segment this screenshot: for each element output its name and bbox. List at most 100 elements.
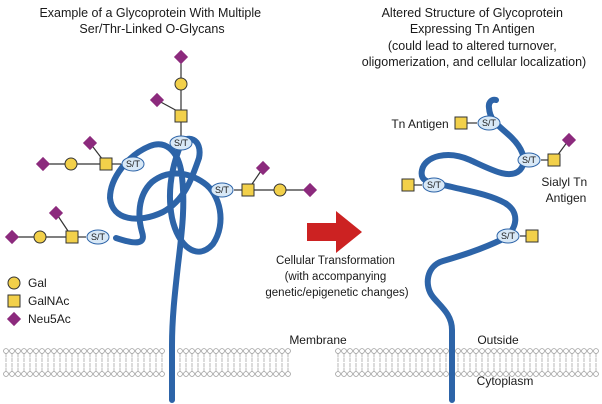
lipid-head — [195, 348, 201, 354]
lipid-head — [587, 371, 593, 377]
right-title-line: oligomerization, and cellular localizati… — [362, 55, 586, 69]
lipid-head — [479, 371, 485, 377]
transformation-line: (with accompanying — [285, 271, 387, 283]
lipid-head — [159, 348, 165, 354]
lipid-head — [563, 348, 569, 354]
neu5ac-diamond — [302, 182, 318, 198]
lipid-head — [141, 371, 147, 377]
lipid-head — [273, 348, 279, 354]
lipid-head — [219, 371, 225, 377]
lipid-head — [21, 348, 27, 354]
lipid-head — [413, 348, 419, 354]
lipid-head — [189, 348, 195, 354]
lipid-head — [237, 371, 243, 377]
lipid-head — [9, 348, 15, 354]
lipid-head — [81, 348, 87, 354]
lipid-head — [267, 371, 273, 377]
st-site: S/T — [496, 228, 520, 244]
lipid-head — [365, 348, 371, 354]
lipid-head — [87, 348, 93, 354]
lipid-head — [75, 371, 81, 377]
lipid-head — [359, 371, 365, 377]
lipid-head — [75, 348, 81, 354]
outside-label: Outside — [477, 333, 519, 347]
lipid-head — [3, 348, 9, 354]
lipid-head — [497, 371, 503, 377]
neu5ac-diamond — [149, 92, 165, 108]
transformation-label: Cellular Transformation (with accompanyi… — [265, 255, 408, 299]
legend-gal-label: Gal — [28, 276, 47, 290]
neu5ac-diamond — [4, 229, 20, 245]
lipid-head — [129, 371, 135, 377]
lipid-head — [285, 348, 291, 354]
lipid-head — [431, 371, 437, 377]
galnac-square — [65, 230, 79, 244]
galnac-square — [241, 183, 255, 197]
lipid-head — [485, 371, 491, 377]
membrane-left — [3, 348, 291, 377]
lipid-head — [279, 348, 285, 354]
lipid-head — [159, 371, 165, 377]
st-site-label: S/T — [174, 138, 189, 148]
lipid-head — [341, 348, 347, 354]
lipid-head — [147, 371, 153, 377]
lipid-head — [533, 371, 539, 377]
lipid-head — [135, 348, 141, 354]
lipid-head — [243, 371, 249, 377]
lipid-head — [401, 348, 407, 354]
lipid-head — [431, 348, 437, 354]
st-site-label: S/T — [482, 118, 497, 128]
lipid-head — [407, 371, 413, 377]
lipid-head — [497, 348, 503, 354]
lipid-head — [195, 371, 201, 377]
glycan-top — [156, 57, 182, 136]
tn-antigen-left — [401, 178, 422, 192]
lipid-head — [237, 348, 243, 354]
lipid-head — [551, 348, 557, 354]
lipid-head — [341, 371, 347, 377]
lipid-head — [3, 371, 9, 377]
lipid-head — [503, 348, 509, 354]
lipid-head — [135, 371, 141, 377]
lipid-head — [533, 348, 539, 354]
lipid-head — [261, 371, 267, 377]
lipid-head — [123, 348, 129, 354]
lipid-head — [15, 371, 21, 377]
galnac-square — [547, 153, 561, 167]
lipid-head — [207, 371, 213, 377]
left-title-line: Ser/Thr-Linked O-Glycans — [79, 22, 224, 36]
lipid-head — [491, 371, 497, 377]
lipid-head — [425, 371, 431, 377]
lipid-head — [129, 348, 135, 354]
lipid-head — [39, 348, 45, 354]
lipid-head — [81, 371, 87, 377]
galnac-square — [401, 178, 415, 192]
neu5ac-diamond — [35, 156, 51, 172]
lipid-head — [99, 371, 105, 377]
lipid-head — [117, 371, 123, 377]
membrane-label: Membrane — [289, 333, 347, 347]
st-site: S/T — [86, 229, 110, 245]
lipid-head — [377, 371, 383, 377]
lipid-head — [57, 348, 63, 354]
tn-antigen-label: Tn Antigen — [391, 117, 448, 131]
legend-neu5ac-icon — [6, 311, 22, 327]
neu5ac-diamond — [82, 135, 98, 151]
lipid-head — [267, 348, 273, 354]
st-site: S/T — [121, 156, 145, 172]
gal-circle — [64, 157, 78, 171]
lipid-head — [105, 371, 111, 377]
lipid-head — [93, 348, 99, 354]
lipid-head — [45, 348, 51, 354]
legend-gal-icon — [7, 276, 21, 290]
lipid-head — [389, 371, 395, 377]
lipid-head — [539, 348, 545, 354]
lipid-head — [249, 371, 255, 377]
galnac-square — [174, 109, 188, 123]
lipid-head — [153, 348, 159, 354]
lipid-head — [587, 348, 593, 354]
lipid-head — [461, 371, 467, 377]
gal-circle — [273, 183, 287, 197]
st-site-label: S/T — [91, 232, 106, 242]
lipid-head — [467, 371, 473, 377]
